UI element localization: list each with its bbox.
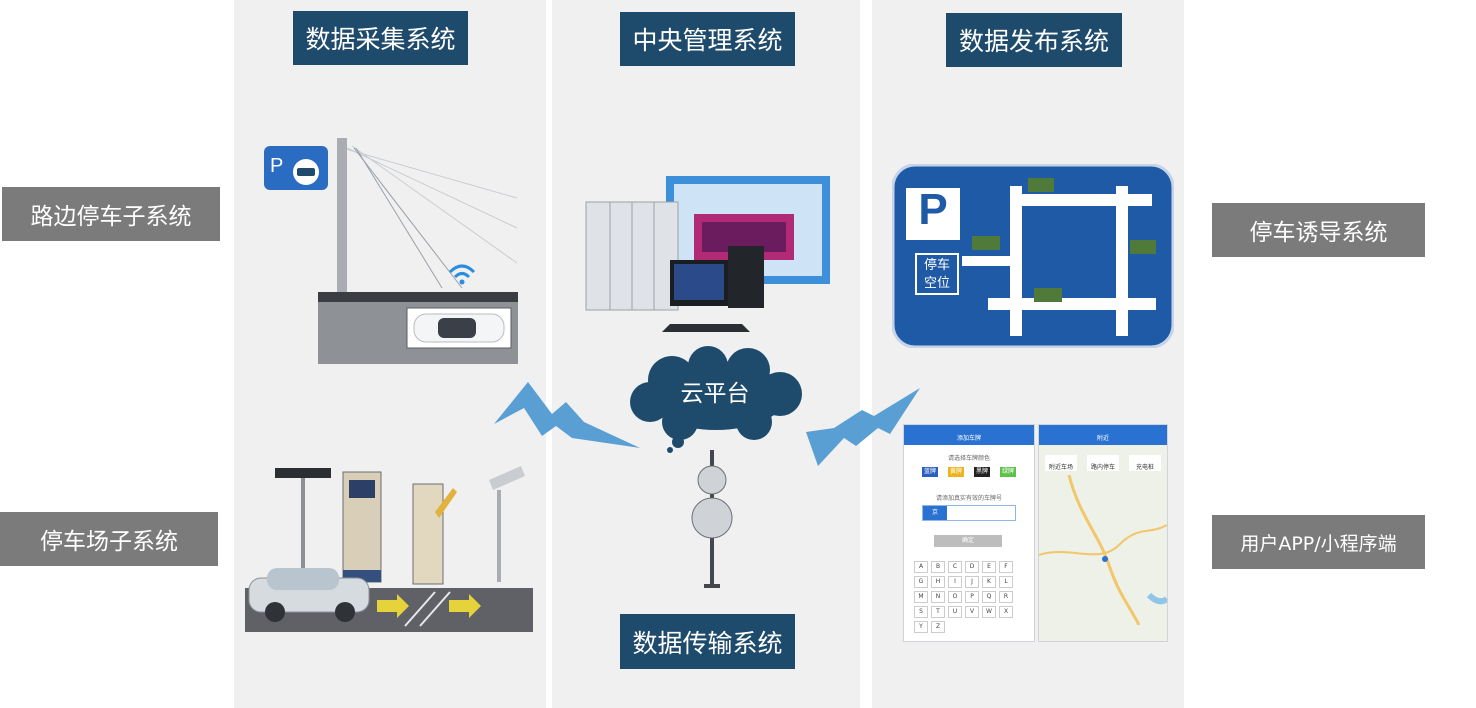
keyboard-key[interactable]: J <box>965 576 979 588</box>
keyboard-key[interactable]: Q <box>982 591 996 603</box>
keyboard-key[interactable]: R <box>999 591 1013 603</box>
map-button-nearby-lots[interactable]: 附近车场 <box>1045 455 1077 471</box>
phone-right-title: 附近 <box>1096 435 1109 442</box>
plate-color-black[interactable]: 黑牌 <box>974 467 990 477</box>
keyboard-key[interactable]: Z <box>931 621 945 633</box>
phone-left-title: 添加车牌 <box>956 435 981 442</box>
label-parking-guidance: 停车诱导系统 <box>1212 203 1425 257</box>
sign-vacancy-line2: 空位 <box>923 276 950 291</box>
label-roadside-parking: 路边停车子系统 <box>2 187 220 241</box>
central-server-illustration <box>582 174 832 334</box>
parking-lot-illustration <box>245 460 533 632</box>
plate-color-green[interactable]: 绿牌 <box>1000 467 1016 477</box>
keyboard-key[interactable]: L <box>999 576 1013 588</box>
keyboard-key[interactable]: X <box>999 606 1013 618</box>
keyboard-key[interactable]: C <box>948 561 962 573</box>
map-button-street-parking[interactable]: 路内停车 <box>1087 455 1119 471</box>
keyboard-key[interactable]: O <box>948 591 962 603</box>
transmission-tower <box>691 450 733 588</box>
keyboard-key[interactable]: D <box>965 561 979 573</box>
cloud-platform-label: 云平台 <box>680 381 750 407</box>
keyboard-key[interactable]: V <box>965 606 979 618</box>
header-collection: 数据采集系统 <box>293 11 468 65</box>
plate-color-blue[interactable]: 蓝牌 <box>922 467 938 477</box>
confirm-button[interactable]: 确定 <box>934 535 1002 547</box>
plate-color-prompt: 请选择车牌颜色 <box>947 455 990 462</box>
keyboard-key[interactable]: E <box>982 561 996 573</box>
plate-input-prompt: 请添加真实有效的车牌号 <box>935 495 1002 502</box>
plate-keyboard: A B C D E F G H I J K L M N O P Q R S T … <box>914 561 1024 633</box>
map-roads <box>1039 475 1167 625</box>
roadside-parking-illustration: P <box>262 138 522 364</box>
header-central: 中央管理系统 <box>620 12 795 66</box>
plate-input[interactable] <box>922 505 1016 521</box>
keyboard-key[interactable]: N <box>931 591 945 603</box>
phone-screen-nearby-map: 附近 附近车场 路内停车 充电桩 <box>1038 424 1168 642</box>
header-transmission: 数据传输系统 <box>620 614 795 669</box>
phone-screen-add-plate: 添加车牌 请选择车牌颜色 蓝牌 黄牌 黑牌 绿牌 请添加真实有效的车牌号 京 确… <box>903 424 1035 642</box>
sign-vacancy-line1: 停车 <box>923 258 950 273</box>
plate-color-yellow[interactable]: 黄牌 <box>948 467 964 477</box>
keyboard-key[interactable]: K <box>982 576 996 588</box>
map-button-charging[interactable]: 充电桩 <box>1129 455 1161 471</box>
keyboard-key[interactable]: G <box>914 576 928 588</box>
keyboard-key[interactable]: Y <box>914 621 928 633</box>
header-publish: 数据发布系统 <box>946 13 1122 67</box>
sign-parking-p: P <box>918 185 948 234</box>
cloud-platform-icon <box>630 346 802 453</box>
keyboard-key[interactable]: I <box>948 576 962 588</box>
keyboard-key[interactable]: A <box>914 561 928 573</box>
right-transmission-bolt <box>806 388 920 466</box>
label-parking-lot: 停车场子系统 <box>0 512 218 566</box>
keyboard-key[interactable]: W <box>982 606 996 618</box>
keyboard-key[interactable]: U <box>948 606 962 618</box>
keyboard-key[interactable]: H <box>931 576 945 588</box>
label-user-app: 用户APP/小程序端 <box>1212 515 1425 569</box>
keyboard-key[interactable]: M <box>914 591 928 603</box>
svg-text:P: P <box>270 155 283 177</box>
keyboard-key[interactable]: B <box>931 561 945 573</box>
left-transmission-bolt <box>494 382 640 448</box>
plate-province[interactable]: 京 <box>923 506 947 520</box>
keyboard-key[interactable]: P <box>965 591 979 603</box>
keyboard-key[interactable]: F <box>999 561 1013 573</box>
keyboard-key[interactable]: T <box>931 606 945 618</box>
parking-guidance-sign <box>892 164 1174 348</box>
keyboard-key[interactable]: S <box>914 606 928 618</box>
